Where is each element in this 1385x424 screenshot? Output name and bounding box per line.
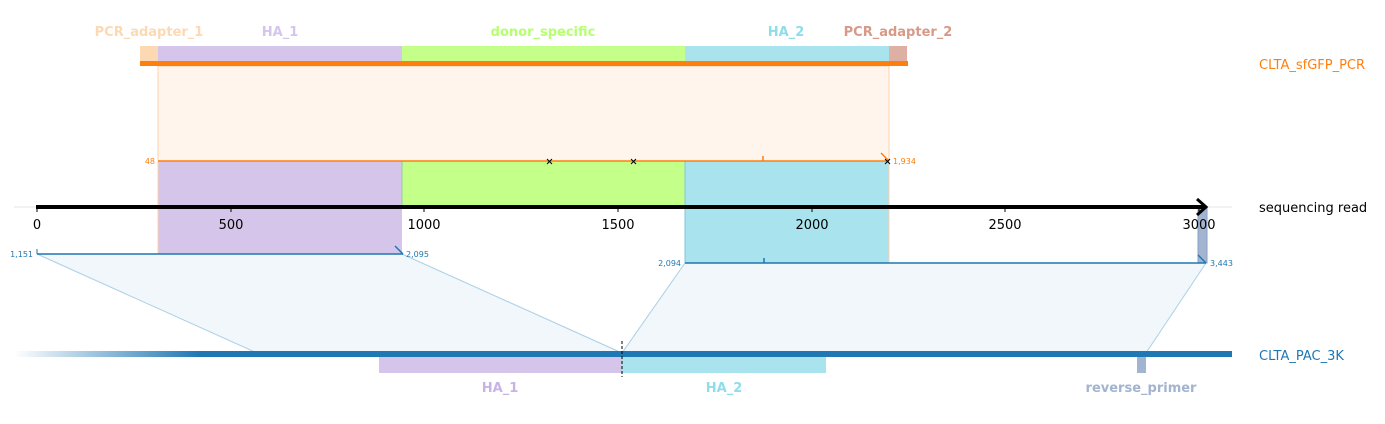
segment-2-start-label: 2,094	[658, 259, 681, 268]
mismatch-marker	[546, 158, 553, 165]
segment-1-edge-right	[401, 253, 623, 354]
sequencing-read-arrowhead	[1196, 197, 1209, 217]
segment-2-end-label: 3,443	[1210, 259, 1233, 268]
feature-donor-specific-bar	[402, 46, 685, 62]
segment-2-edge-left	[621, 262, 686, 354]
read-tick-label: 500	[219, 218, 244, 233]
read-ticks	[36, 207, 1200, 212]
feature-label-donor-specific: donor_specific	[491, 25, 596, 40]
feature-label-pcr-adapter-2: PCR_adapter_2	[844, 25, 953, 40]
track-name-clta-sfgfp-pcr: CLTA_sfGFP_PCR	[1259, 58, 1365, 73]
target-feature-label-reverse-primer: reverse_primer	[1086, 381, 1198, 396]
segment-2-arrowhead	[1197, 254, 1207, 264]
segment-2-shade	[622, 263, 1206, 353]
segment-1-shade	[37, 254, 622, 353]
feature-pcr-adapter-1-bar	[140, 46, 158, 62]
target-feature-label-ha-1: HA_1	[482, 381, 519, 396]
feature-label-ha-2: HA_2	[768, 25, 805, 40]
read-tick-label: 1500	[601, 218, 634, 233]
segment-1-edge-left	[36, 253, 258, 354]
segment-1-start-label: 1,151	[10, 250, 33, 259]
segment-2-edge-right	[1145, 262, 1207, 354]
read-feature-ha2-projection	[685, 161, 889, 263]
target-feature-label-ha-2: HA_2	[706, 381, 743, 396]
feature-ha-2-bar	[685, 46, 889, 62]
read-tick-label: 0	[33, 218, 41, 233]
track-name-sequencing-read: sequencing read	[1259, 201, 1367, 216]
target-feature-ha-2-bar	[622, 357, 826, 373]
reference-alignment-arrowhead	[880, 152, 890, 162]
feature-pcr-adapter-2-bar	[889, 46, 907, 62]
target-feature-ha-1-bar	[379, 357, 622, 373]
read-tick-label: 2000	[795, 218, 828, 233]
read-tick-label: 3000	[1182, 218, 1215, 233]
feature-label-pcr-adapter-1: PCR_adapter_1	[95, 25, 204, 40]
segment-1-arrowhead	[394, 245, 404, 255]
segment-1-end-label: 2,095	[406, 250, 429, 259]
track-name-clta-pac-3k: CLTA_PAC_3K	[1259, 349, 1344, 364]
read-tick-label: 2500	[988, 218, 1021, 233]
target-track-fade	[14, 351, 200, 357]
read-tick-label: 1000	[407, 218, 440, 233]
mismatch-marker	[630, 158, 637, 165]
feature-ha-1-bar	[158, 46, 402, 62]
reference-alignment-end-label: 1,934	[893, 157, 916, 166]
reference-track-bar	[140, 61, 908, 66]
target-feature-reverse-primer-bar	[1137, 357, 1146, 373]
mismatch-marker	[884, 158, 891, 165]
feature-label-ha-1: HA_1	[262, 25, 299, 40]
pcr-alignment-shade	[157, 65, 890, 162]
target-track-bar	[200, 351, 1232, 357]
read-feature-donor-projection	[402, 161, 685, 207]
read-end-primer-mark	[1197, 206, 1208, 264]
reference-alignment-start-label: 48	[145, 157, 155, 166]
